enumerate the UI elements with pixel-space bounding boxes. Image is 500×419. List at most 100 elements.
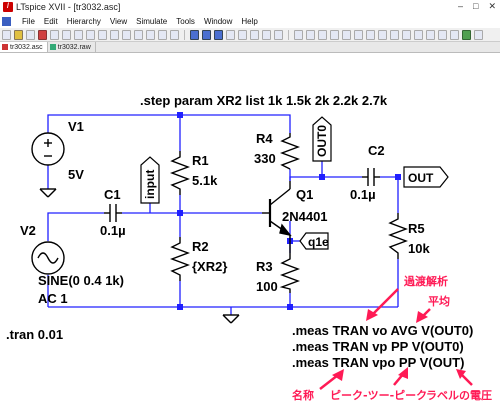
schematic-drawing: .step param XR2 list 1k 1.5k 2k 2.2k 2.7… <box>6 93 492 402</box>
label-net-icon[interactable] <box>318 29 327 40</box>
run-icon[interactable] <box>38 29 47 40</box>
r2-value: {XR2} <box>192 259 227 274</box>
meas-directive-1[interactable]: .meas TRAN vo AVG V(OUT0) <box>292 323 473 338</box>
r5-value: 10k <box>408 241 430 256</box>
menu-simulate[interactable]: Simulate <box>136 16 168 26</box>
halt-icon[interactable] <box>50 29 59 40</box>
v1-name: V1 <box>68 119 84 134</box>
find-icon[interactable] <box>262 29 271 40</box>
ground-v1 <box>39 188 57 198</box>
move-icon[interactable] <box>390 29 399 40</box>
window-title: LTspice XVII - [tr3032.asc] <box>16 2 121 12</box>
diode-icon[interactable] <box>366 29 375 40</box>
c2-value: 0.1µ <box>350 187 376 202</box>
v2-value-ac: AC 1 <box>38 291 68 306</box>
annotation-arrows <box>319 288 473 390</box>
menu-tools[interactable]: Tools <box>176 16 195 26</box>
net-label-q1e: q1e <box>308 235 329 249</box>
component-icon[interactable] <box>378 29 387 40</box>
tile-vertical-icon[interactable] <box>146 29 155 40</box>
schematic-canvas[interactable]: .step param XR2 list 1k 1.5k 2k 2.2k 2.7… <box>0 53 500 414</box>
r2-name: R2 <box>192 239 209 254</box>
control-panel-icon[interactable] <box>26 29 35 40</box>
pan-icon[interactable] <box>62 29 71 40</box>
waveform-icon <box>49 44 56 50</box>
spice-directive-icon[interactable] <box>474 29 483 40</box>
tab-schematic[interactable]: tr3032.asc <box>0 42 48 52</box>
zoom-area-icon[interactable] <box>122 29 131 40</box>
menu-view[interactable]: View <box>109 16 128 26</box>
net-label-out: OUT <box>408 171 434 185</box>
open-icon[interactable] <box>2 29 11 40</box>
annotation-name: 名称 <box>292 388 314 402</box>
save-icon[interactable] <box>14 29 23 40</box>
v2-name: V2 <box>20 223 36 238</box>
r5-resistor[interactable] <box>388 213 408 259</box>
paste-icon[interactable] <box>250 29 259 40</box>
tran-directive[interactable]: .tran 0.01 <box>6 327 63 342</box>
autorange-icon[interactable] <box>110 29 119 40</box>
r1-name: R1 <box>192 153 209 168</box>
net-label-q1e-flag[interactable] <box>299 232 329 250</box>
v2-source[interactable] <box>31 241 65 275</box>
menu-help[interactable]: Help <box>241 16 258 26</box>
menu-hierarchy[interactable]: Hierarchy <box>66 16 101 26</box>
window-controls: – □ ✕ <box>458 1 496 12</box>
text-icon[interactable] <box>462 29 471 40</box>
tab-label: tr3032.asc <box>10 43 43 51</box>
net-label-out-flag[interactable] <box>403 166 449 188</box>
menu-edit[interactable]: Edit <box>43 16 58 26</box>
redo-icon[interactable] <box>426 29 435 40</box>
print-icon[interactable] <box>170 29 179 40</box>
cut-icon[interactable] <box>226 29 235 40</box>
resistor-icon[interactable] <box>330 29 339 40</box>
net-label-input-flag[interactable] <box>140 156 160 204</box>
zoom-fit-icon[interactable] <box>98 29 107 40</box>
cascade-icon[interactable] <box>134 29 143 40</box>
document-tabs: tr3032.asc tr3032.raw <box>0 42 500 53</box>
c1-value: 0.1µ <box>100 223 126 238</box>
menu-app-icon[interactable] <box>2 16 13 26</box>
c1-capacitor[interactable] <box>104 204 122 222</box>
minimize-icon[interactable]: – <box>458 1 464 11</box>
tile-grid-icon[interactable] <box>202 29 211 40</box>
inductor-icon[interactable] <box>354 29 363 40</box>
tab-waveform[interactable]: tr3032.raw <box>48 42 96 52</box>
tab-label: tr3032.raw <box>57 43 91 51</box>
annotation-transient: 過渡解析 <box>403 274 448 288</box>
close-all-icon[interactable] <box>158 29 167 40</box>
r2-resistor[interactable] <box>170 237 190 281</box>
step-directive[interactable]: .step param XR2 list 1k 1.5k 2k 2.2k 2.7… <box>140 93 388 108</box>
c2-capacitor[interactable] <box>362 168 380 186</box>
v1-value: 5V <box>68 167 84 182</box>
menu-file[interactable]: File <box>22 16 35 26</box>
close-icon[interactable]: ✕ <box>488 1 496 11</box>
r4-resistor[interactable] <box>280 133 300 170</box>
drag-icon[interactable] <box>402 29 411 40</box>
r1-value: 5.1k <box>192 173 218 188</box>
copy-icon[interactable] <box>238 29 247 40</box>
undo-icon[interactable] <box>414 29 423 40</box>
meas-directive-3[interactable]: .meas TRAN vpo PP V(OUT) <box>292 355 464 370</box>
q1-transistor[interactable] <box>262 181 292 253</box>
mirror-icon[interactable] <box>450 29 459 40</box>
capacitor-icon[interactable] <box>342 29 351 40</box>
r1-resistor[interactable] <box>170 151 190 195</box>
zoom-out-icon[interactable] <box>86 29 95 40</box>
window-icon[interactable] <box>214 29 223 40</box>
meas-directive-2[interactable]: .meas TRAN vp PP V(OUT0) <box>292 339 464 354</box>
binoculars-icon[interactable] <box>274 29 283 40</box>
net-label-input: input <box>143 170 157 199</box>
r3-resistor[interactable] <box>279 253 300 293</box>
zoom-in-icon[interactable] <box>74 29 83 40</box>
maximize-icon[interactable]: □ <box>473 1 479 11</box>
annotation-peak-to-peak: ピーク-ツー-ピーク <box>330 389 427 402</box>
wire-icon[interactable] <box>294 29 303 40</box>
menu-window[interactable]: Window <box>203 16 233 26</box>
net-label-out0: OUT0 <box>315 125 329 157</box>
v1-source[interactable] <box>31 132 65 166</box>
ground-icon[interactable] <box>306 29 315 40</box>
net-label-out0-flag[interactable] <box>312 116 332 162</box>
tile-horizontal-icon[interactable] <box>190 29 199 40</box>
rotate-icon[interactable] <box>438 29 447 40</box>
